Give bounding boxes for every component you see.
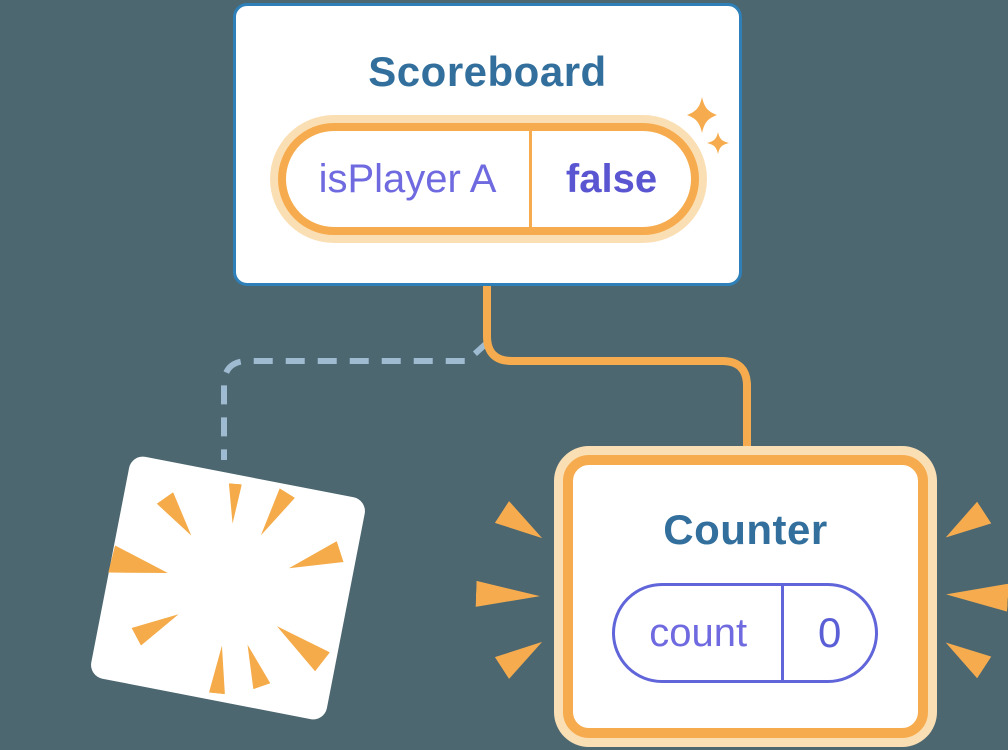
scoreboard-state-value: false bbox=[565, 156, 658, 201]
counter-state-name: count bbox=[649, 610, 748, 655]
emphasis-mark bbox=[945, 580, 1008, 611]
pill-divider bbox=[529, 131, 532, 227]
scoreboard-title: Scoreboard bbox=[368, 48, 607, 95]
emphasis-mark bbox=[495, 501, 549, 549]
emphasis-mark bbox=[495, 631, 549, 679]
burst-ray bbox=[157, 492, 200, 541]
poof-burst-icon bbox=[132, 454, 368, 500]
emphasis-mark bbox=[476, 581, 541, 609]
connector-line-destroyed bbox=[221, 338, 492, 460]
counter-state-value: 0 bbox=[818, 609, 842, 656]
counter-state-pill: count 0 bbox=[612, 583, 878, 683]
burst-ray bbox=[239, 642, 270, 689]
pill-divider bbox=[781, 586, 785, 680]
burst-ray bbox=[269, 617, 329, 672]
burst-ray bbox=[226, 483, 242, 524]
destroyed-component-card bbox=[88, 454, 368, 722]
scoreboard-state-name: isPlayer A bbox=[318, 156, 497, 201]
burst-ray bbox=[285, 541, 343, 579]
emphasis-mark bbox=[939, 502, 992, 549]
burst-ray bbox=[253, 488, 295, 540]
connector-line-active bbox=[483, 284, 751, 451]
scoreboard-state-pill: isPlayer A false bbox=[278, 123, 699, 235]
burst-ray bbox=[131, 605, 183, 645]
burst-ray bbox=[108, 545, 171, 586]
burst-ray bbox=[209, 645, 230, 694]
counter-title: Counter bbox=[663, 506, 828, 553]
emphasis-mark bbox=[939, 632, 992, 679]
